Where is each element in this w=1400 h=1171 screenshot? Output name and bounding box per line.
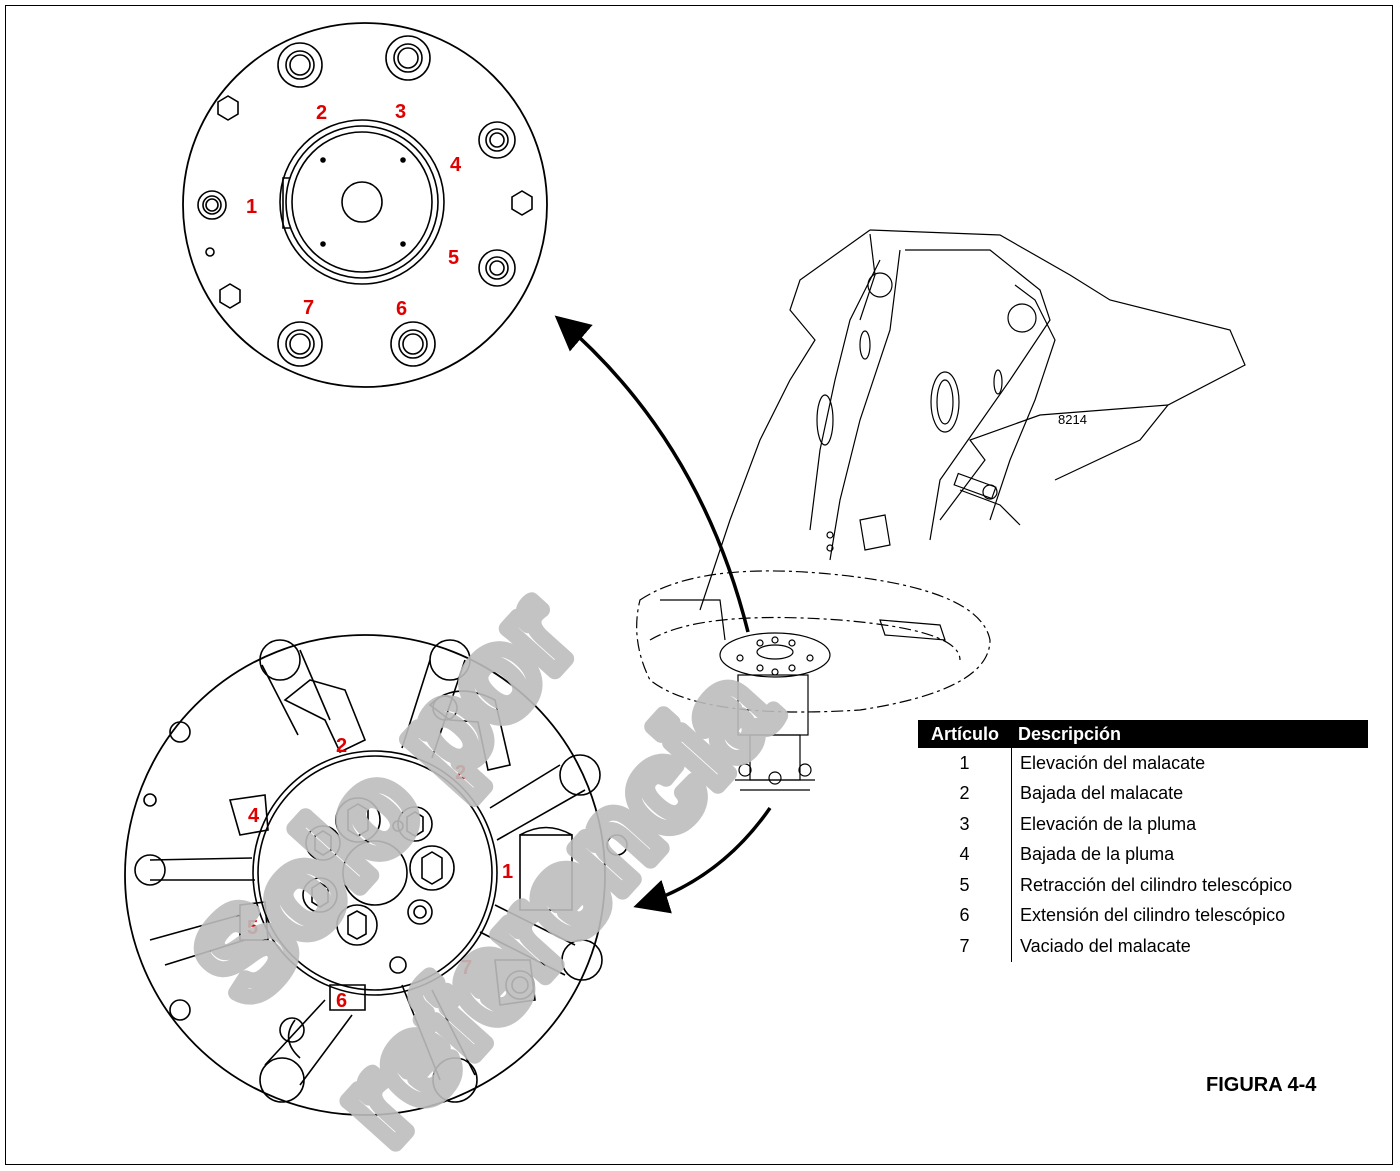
legend-item-desc: Vaciado del malacate <box>1011 931 1191 962</box>
legend-item-number: 4 <box>959 844 970 865</box>
callout-top-6: 6 <box>396 298 407 320</box>
legend-row: 2 Bajada del malacate <box>918 778 1368 809</box>
legend-item-number: 6 <box>959 905 970 926</box>
legend-item-desc: Extensión del cilindro telescópico <box>1011 900 1285 931</box>
legend-row: 5 Retracción del cilindro telescópico <box>918 870 1368 901</box>
callout-top-7: 7 <box>303 297 314 319</box>
legend-item-desc: Elevación del malacate <box>1011 748 1205 779</box>
top-swivel-face-view <box>182 22 548 388</box>
drawing-number: 8214 <box>1058 412 1087 427</box>
legend-row: 1 Elevación del malacate <box>918 748 1368 779</box>
callout-top-2: 2 <box>316 102 327 124</box>
callout-bottom-1: 1 <box>502 861 513 883</box>
legend-item-number: 3 <box>959 813 970 834</box>
legend-row: 7 Vaciado del malacate <box>918 931 1368 962</box>
legend-item-number: 2 <box>959 783 970 804</box>
legend-item-desc: Bajada del malacate <box>1011 778 1183 809</box>
bottom-swivel-view <box>124 634 628 1116</box>
callout-top-3: 3 <box>395 101 406 123</box>
callout-top-1: 1 <box>246 196 257 218</box>
legend-item-desc: Bajada de la pluma <box>1011 839 1174 870</box>
bottom-view-callouts: 1 2 2 4 5 6 7 <box>247 735 513 1012</box>
legend-col-item: Artículo <box>930 723 999 744</box>
callout-bottom-4: 4 <box>248 805 260 827</box>
callout-bottom-2b: 2 <box>455 762 466 784</box>
legend-item-number: 5 <box>959 874 970 895</box>
legend-header: Artículo Descripción <box>918 720 1368 748</box>
legend-item-desc: Retracción del cilindro telescópico <box>1011 870 1292 901</box>
legend-row: 3 Elevación de la pluma <box>918 809 1368 840</box>
legend-col-desc: Descripción <box>1018 723 1122 744</box>
turntable-isometric-drawing <box>636 229 1246 791</box>
legend-table: Artículo Descripción 1 Elevación del mal… <box>918 720 1368 962</box>
figure-label: FIGURA 4-4 <box>1206 1074 1317 1096</box>
top-view-callouts: 1 2 3 4 5 6 7 <box>246 101 462 320</box>
callout-bottom-2a: 2 <box>336 735 347 757</box>
arrow-to-top-view <box>554 315 750 633</box>
callout-top-4: 4 <box>450 154 462 176</box>
callout-top-5: 5 <box>448 247 459 269</box>
figure-frame <box>5 5 1393 1165</box>
legend-item-number: 1 <box>959 752 970 773</box>
legend-item-number: 7 <box>959 935 970 956</box>
callout-bottom-6: 6 <box>336 990 347 1012</box>
callout-bottom-5: 5 <box>247 917 258 939</box>
arrow-to-bottom-view <box>633 807 772 914</box>
legend-row: 4 Bajada de la pluma <box>918 839 1368 870</box>
legend-item-desc: Elevación de la pluma <box>1011 809 1196 840</box>
legend-row: 6 Extensión del cilindro telescópico <box>918 900 1368 931</box>
callout-bottom-7: 7 <box>461 957 472 979</box>
